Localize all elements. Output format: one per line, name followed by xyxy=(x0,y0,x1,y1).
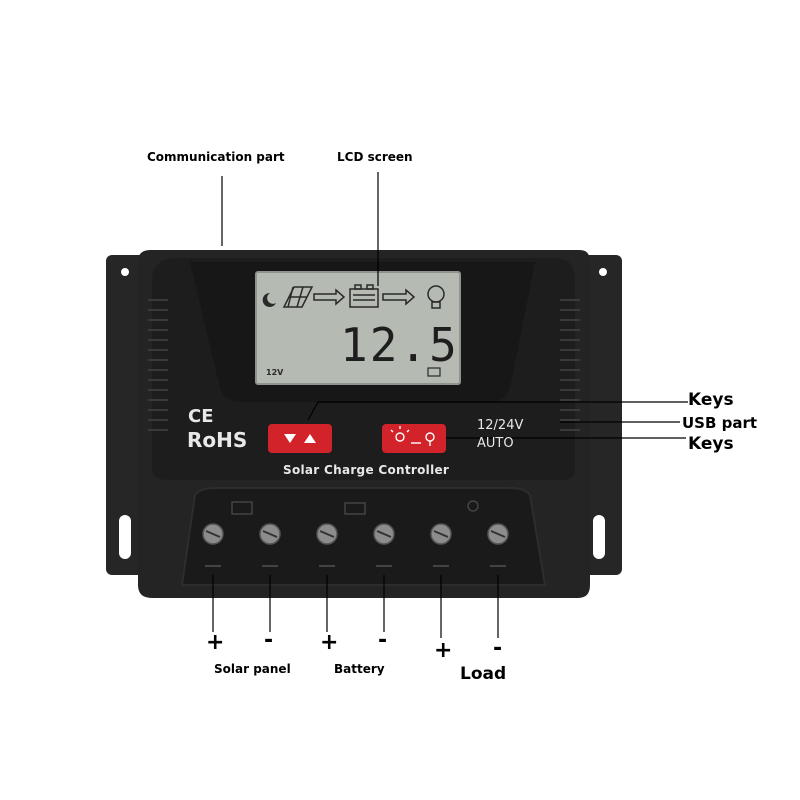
keys-label-bottom: Keys xyxy=(688,434,734,454)
ce-mark: CE xyxy=(188,406,214,427)
up-arrow-icon xyxy=(304,434,316,443)
embossed-battery-icon xyxy=(344,502,366,515)
light-mode-icon xyxy=(390,426,435,446)
terminal-screw xyxy=(430,523,452,545)
battery-label: Battery xyxy=(334,662,385,676)
left-mounting-slot xyxy=(119,515,131,559)
down-up-key xyxy=(268,424,332,453)
callout-lines xyxy=(212,172,688,638)
lcd-battery-indicator-icon xyxy=(427,367,441,377)
moon-icon xyxy=(262,292,276,307)
terminal-screws xyxy=(202,523,509,545)
solar-panel-icon xyxy=(282,286,314,308)
arrow-right-icon xyxy=(313,288,346,306)
voltage-rating: 12/24V xyxy=(477,418,524,433)
terminal-sign-3: + xyxy=(320,630,339,655)
load-label: Load xyxy=(460,664,507,684)
terminal-screw xyxy=(487,523,509,545)
terminal-screw xyxy=(259,523,281,545)
keys-top-leader xyxy=(307,401,688,421)
keys-label-top: Keys xyxy=(688,390,734,410)
lcd-screen xyxy=(255,271,461,385)
embossed-solar-icon xyxy=(231,501,253,515)
left-mounting-hole xyxy=(121,268,129,276)
terminal-screw xyxy=(316,523,338,545)
solar-panel-label: Solar panel xyxy=(214,662,291,676)
terminal-sign-5: + xyxy=(434,638,453,663)
communication-part-label: Communication part xyxy=(147,150,285,164)
terminal-screw xyxy=(373,523,395,545)
lcd-screen-label: LCD screen xyxy=(337,150,413,164)
auto-mode-label: AUTO xyxy=(477,436,514,451)
rohs-mark: RoHS xyxy=(187,428,248,452)
left-mounting-flange xyxy=(106,255,146,575)
light-mode-key xyxy=(382,424,446,453)
left-grip-ribs xyxy=(148,299,168,431)
down-arrow-icon xyxy=(284,434,296,443)
arrow-right-icon xyxy=(382,288,416,306)
usb-part-label: USB part xyxy=(682,414,758,432)
terminal-screw xyxy=(202,523,224,545)
terminal-sign-4: - xyxy=(378,628,388,653)
lcd-voltage-tag: 12V xyxy=(266,368,284,377)
lcd-reading: 12.5 xyxy=(340,318,459,372)
right-mounting-flange xyxy=(582,255,622,575)
terminal-bay xyxy=(180,487,547,586)
right-mounting-slot xyxy=(593,515,605,559)
terminal-sign-6: - xyxy=(493,636,503,661)
terminal-sign-1: + xyxy=(206,630,225,655)
terminal-sign-2: - xyxy=(264,628,274,653)
embossed-bulb-icon xyxy=(467,500,479,512)
device-name: Solar Charge Controller xyxy=(283,463,450,477)
bulb-icon xyxy=(427,285,445,309)
battery-icon xyxy=(349,284,379,308)
right-grip-ribs xyxy=(560,299,580,431)
right-mounting-hole xyxy=(599,268,607,276)
